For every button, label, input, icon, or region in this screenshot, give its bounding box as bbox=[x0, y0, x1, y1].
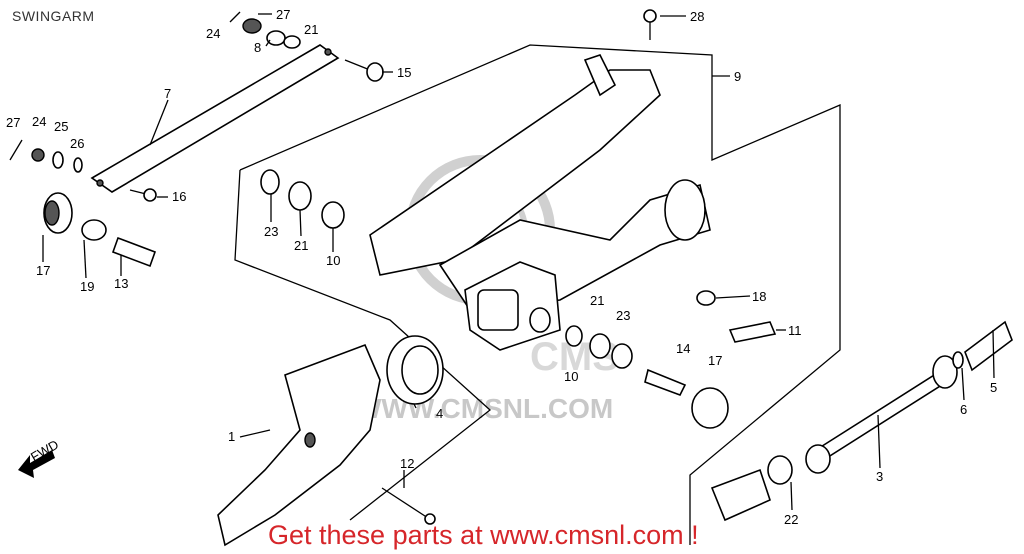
callout-4: 4 bbox=[436, 406, 443, 421]
drive-shaft bbox=[710, 320, 1013, 522]
callout-10-left: 10 bbox=[326, 253, 340, 268]
pivot-bearings-right bbox=[565, 290, 777, 429]
callout-labels: 27 24 21 8 28 15 9 7 27 24 25 26 16 17 1… bbox=[6, 7, 997, 527]
pivot-bearings-left bbox=[260, 169, 345, 229]
callout-1: 1 bbox=[228, 429, 235, 444]
callout-17-right: 17 bbox=[708, 353, 722, 368]
callout-3: 3 bbox=[876, 469, 883, 484]
fwd-indicator: FWD bbox=[18, 437, 61, 478]
callout-7: 7 bbox=[164, 86, 171, 101]
callout-26: 26 bbox=[70, 136, 84, 151]
callout-13: 13 bbox=[114, 276, 128, 291]
get-parts-link[interactable]: Get these parts at www.cmsnl.com ! bbox=[268, 520, 699, 550]
callout-6: 6 bbox=[960, 402, 967, 417]
callout-16: 16 bbox=[172, 189, 186, 204]
callout-20: 21 bbox=[304, 22, 318, 37]
callout-8: 8 bbox=[254, 40, 261, 55]
callout-9: 9 bbox=[734, 69, 741, 84]
callout-12: 12 bbox=[400, 456, 414, 471]
callout-22: 22 bbox=[784, 512, 798, 527]
callout-10-right: 10 bbox=[564, 369, 578, 384]
torque-rod bbox=[90, 44, 340, 193]
callout-15: 15 bbox=[397, 65, 411, 80]
leader-lines bbox=[42, 13, 995, 511]
callout-14: 14 bbox=[676, 341, 690, 356]
callout-5: 5 bbox=[990, 380, 997, 395]
callout-23-left: 23 bbox=[264, 224, 278, 239]
bolt-12 bbox=[381, 487, 436, 525]
side-cover bbox=[217, 343, 381, 547]
watermark-text: WWW.CMSNL.COM bbox=[355, 393, 613, 424]
left-hardware bbox=[9, 139, 157, 268]
callout-23-right: 23 bbox=[616, 308, 630, 323]
callout-25: 25 bbox=[54, 119, 68, 134]
callout-17-left: 17 bbox=[36, 263, 50, 278]
rubber-boot bbox=[386, 335, 444, 405]
swingarm-frame bbox=[369, 54, 711, 351]
page-title: SWINGARM bbox=[12, 8, 95, 24]
callout-11: 11 bbox=[788, 323, 802, 338]
callout-24-left: 24 bbox=[32, 114, 46, 129]
callout-19: 19 bbox=[80, 279, 94, 294]
callout-27-left: 27 bbox=[6, 115, 20, 130]
callout-18: 18 bbox=[752, 289, 766, 304]
callout-21-left: 21 bbox=[294, 238, 308, 253]
callout-21-right: 21 bbox=[590, 293, 604, 308]
callout-27-top: 27 bbox=[276, 7, 290, 22]
assembly-outline bbox=[234, 44, 841, 545]
callout-24-top: 24 bbox=[206, 26, 220, 41]
callout-28: 28 bbox=[690, 9, 704, 24]
